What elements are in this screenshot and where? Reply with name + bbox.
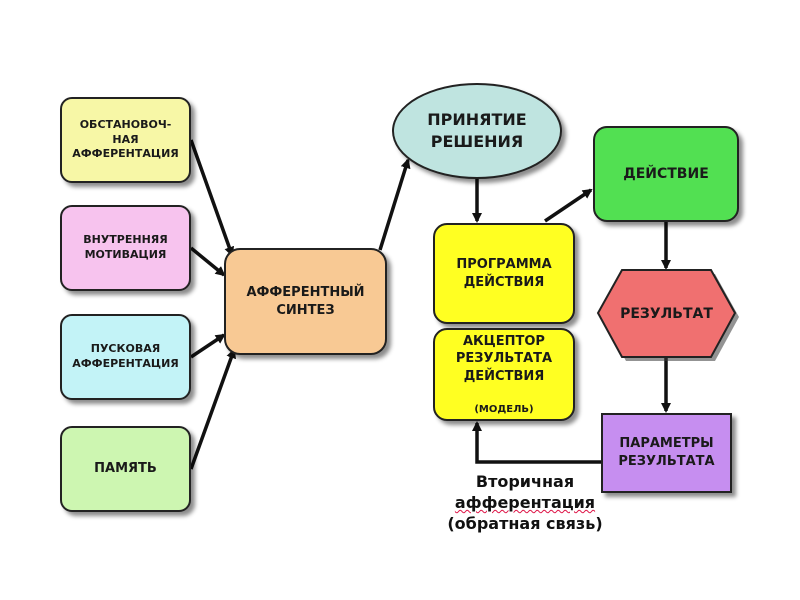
node-deystvie: ДЕЙСТВИЕ xyxy=(593,126,739,222)
arrow-pamyat-to-sintez xyxy=(189,348,236,470)
akceptor-label: АКЦЕПТОР РЕЗУЛЬТАТА ДЕЙСТВИЯ xyxy=(455,333,553,384)
feedback-line-2-text: афферентация xyxy=(454,492,596,512)
node-akceptor-rezultata: АКЦЕПТОР РЕЗУЛЬТАТА ДЕЙСТВИЯ (МОДЕЛЬ) xyxy=(433,328,575,421)
arrow-sintez-to-prinyatie xyxy=(378,158,411,251)
node-programma-deystviya: ПРОГРАММА ДЕЙСТВИЯ xyxy=(433,223,575,324)
arrow-puskov-to-sintez xyxy=(190,333,226,359)
node-parametry-rezultata: ПАРАМЕТРЫ РЕЗУЛЬТАТА xyxy=(601,413,732,493)
feedback-line-1: Вторичная xyxy=(475,472,575,491)
akceptor-model-label: (МОДЕЛЬ) xyxy=(474,403,534,415)
feedback-caption: Вторичная афферентация (обратная связь) xyxy=(430,472,620,534)
node-obstanovochnaya-afferentaciya: ОБСТАНОВОЧ- НАЯ АФФЕРЕНТАЦИЯ xyxy=(60,97,191,183)
arrow-obstan-to-sintez xyxy=(189,139,235,257)
arrow-feedback xyxy=(472,421,601,464)
feedback-line-2: афферентация xyxy=(430,493,620,514)
node-pamyat: ПАМЯТЬ xyxy=(60,426,191,512)
node-rezultat: РЕЗУЛЬТАТ xyxy=(596,269,739,361)
node-puskovaya-afferentaciya: ПУСКОВАЯ АФФЕРЕНТАЦИЯ xyxy=(60,314,191,400)
rezultat-label: РЕЗУЛЬТАТ xyxy=(620,305,713,322)
node-prinyatie-resheniya: ПРИНЯТИЕ РЕШЕНИЯ xyxy=(392,83,562,179)
node-vnutrennyaya-motivaciya: ВНУТРЕННЯЯ МОТИВАЦИЯ xyxy=(60,205,191,291)
rezultat-hexagon xyxy=(596,269,739,361)
arrow-programma-to-deystvie xyxy=(544,188,593,223)
arrow-vnutr-to-sintez xyxy=(189,246,226,277)
node-afferentny-sintez: АФФЕРЕНТНЫЙ СИНТЕЗ xyxy=(224,248,387,355)
feedback-line-3: (обратная связь) xyxy=(447,513,603,533)
